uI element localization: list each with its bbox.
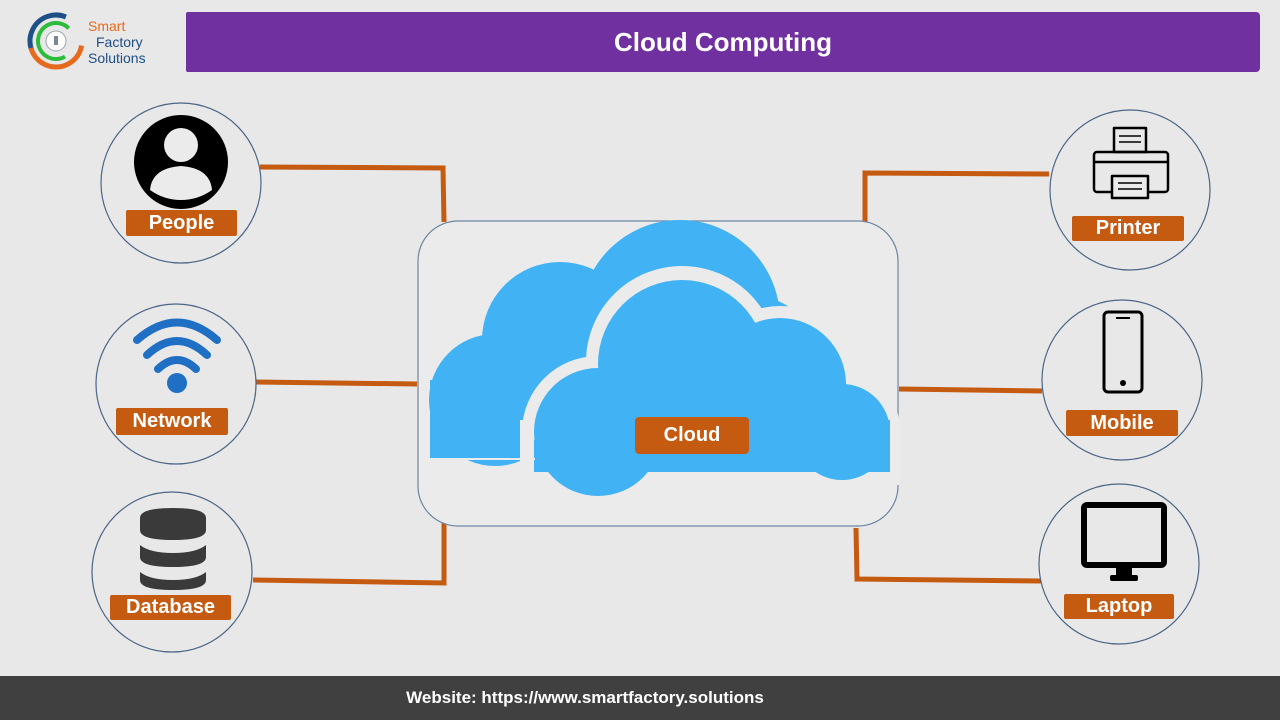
node-circle-database — [91, 491, 253, 653]
monitor-icon — [1081, 502, 1167, 581]
label-printer-text: Printer — [1095, 217, 1161, 239]
page-title: Cloud Computing — [613, 26, 833, 57]
node-circle-printer — [1049, 109, 1211, 271]
person-icon — [134, 115, 228, 209]
footer-bar: Website: https://www.smartfactory.soluti… — [0, 676, 1280, 720]
label-network: Network — [116, 408, 228, 435]
wifi-icon — [133, 318, 221, 393]
label-laptop: Laptop — [1064, 594, 1174, 619]
label-people: People — [126, 210, 237, 236]
connector-network — [255, 379, 418, 387]
connector-database — [252, 522, 447, 586]
mobile-icon — [1102, 310, 1144, 394]
node-circle-network — [95, 303, 257, 465]
label-cloud: Cloud — [635, 417, 749, 454]
label-laptop-text: Laptop — [1085, 595, 1153, 617]
title-banner: Cloud Computing — [186, 12, 1260, 72]
company-logo: Smart Factory Solutions — [26, 10, 176, 72]
label-database: Database — [110, 595, 231, 620]
printer-icon — [1092, 126, 1170, 200]
connector-mobile — [898, 386, 1043, 394]
label-network-text: Network — [132, 410, 212, 432]
node-circle-mobile — [1041, 299, 1203, 461]
logo-ring-icon — [27, 12, 85, 70]
connector-laptop — [853, 527, 1042, 584]
connector-printer — [862, 170, 1050, 222]
logo-text-solutions: Solutions — [88, 50, 146, 66]
database-icon — [140, 508, 206, 590]
node-circle-laptop — [1038, 483, 1200, 645]
label-mobile-text: Mobile — [1090, 411, 1154, 434]
connector-people — [259, 164, 447, 223]
label-people-text: People — [148, 211, 215, 234]
label-mobile: Mobile — [1066, 410, 1178, 436]
logo-text-factory: Factory — [96, 34, 143, 50]
label-printer: Printer — [1072, 216, 1184, 241]
label-database-text: Database — [126, 596, 215, 618]
label-cloud-text: Cloud — [663, 424, 721, 446]
logo-text-smart: Smart — [88, 18, 126, 34]
website-link[interactable]: Website: https://www.smartfactory.soluti… — [406, 688, 764, 707]
node-circle-people — [100, 102, 262, 264]
